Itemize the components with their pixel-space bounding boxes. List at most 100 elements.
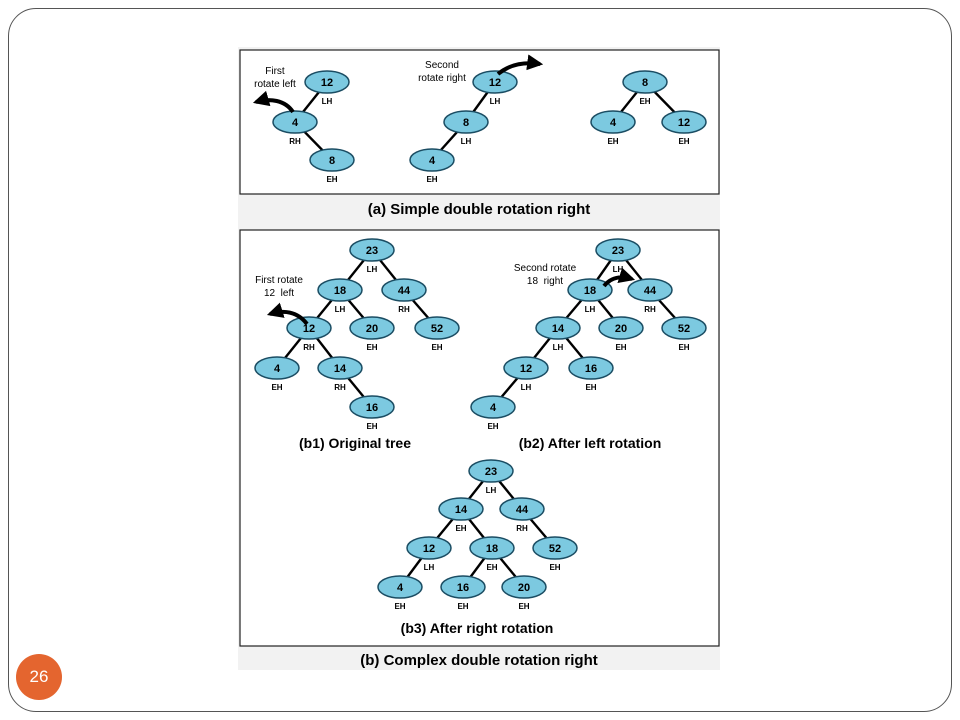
node-balance: EH xyxy=(585,383,596,392)
note-b2-line1: Second rotate xyxy=(514,263,577,274)
tree-node-a-tree2-4: 4EH xyxy=(409,148,455,184)
node-balance: EH xyxy=(271,383,282,392)
node-key: 16 xyxy=(457,582,469,594)
rotate-right-arrow-b2 xyxy=(602,267,636,288)
node-balance: LH xyxy=(424,563,435,572)
page-number-badge: 26 xyxy=(16,654,62,700)
node-balance: RH xyxy=(289,137,301,146)
node-ellipse xyxy=(472,70,518,94)
node-balance: LH xyxy=(553,343,564,352)
note-first-rotate-line2: rotate left xyxy=(254,79,296,90)
node-key: 52 xyxy=(431,323,443,335)
node-key: 8 xyxy=(463,117,469,129)
node-key: 20 xyxy=(366,323,378,335)
caption-b1: (b1) Original tree xyxy=(299,435,411,451)
caption-b2: (b2) After left rotation xyxy=(519,435,662,451)
node-balance: EH xyxy=(457,602,468,611)
node-balance: EH xyxy=(678,343,689,352)
tree-node-b3-4: 4EH xyxy=(377,575,423,611)
node-ellipse xyxy=(409,148,455,172)
note-second-rotate-line2: rotate right xyxy=(418,73,466,84)
node-balance: LH xyxy=(322,97,333,106)
node-key: 12 xyxy=(678,117,690,129)
node-key: 4 xyxy=(610,117,617,129)
node-ellipse xyxy=(595,238,641,262)
node-ellipse xyxy=(622,70,668,94)
node-balance: EH xyxy=(678,137,689,146)
rotate-left-arrow-b1 xyxy=(266,302,309,326)
node-key: 20 xyxy=(615,323,627,335)
node-key: 23 xyxy=(485,466,497,478)
node-ellipse xyxy=(532,536,578,560)
node-key: 14 xyxy=(552,323,565,335)
node-balance: RH xyxy=(644,305,656,314)
tree-node-b1-4: 4EH xyxy=(254,356,300,392)
node-key: 52 xyxy=(678,323,690,335)
note-first-rotate-line1: First xyxy=(265,66,285,77)
node-balance: EH xyxy=(366,422,377,431)
node-balance: LH xyxy=(490,97,501,106)
node-key: 4 xyxy=(274,363,281,375)
note-b1-line1: First rotate xyxy=(255,275,303,286)
node-ellipse xyxy=(317,278,363,302)
node-ellipse xyxy=(286,316,332,340)
node-balance: RH xyxy=(303,343,315,352)
node-balance: EH xyxy=(615,343,626,352)
node-ellipse xyxy=(470,395,516,419)
node-balance: RH xyxy=(398,305,410,314)
tree-node-a-tree2-8: 8LH xyxy=(443,110,489,146)
node-ellipse xyxy=(377,575,423,599)
node-ellipse xyxy=(309,148,355,172)
node-balance: EH xyxy=(326,175,337,184)
node-key: 23 xyxy=(612,245,624,257)
node-ellipse xyxy=(661,316,707,340)
node-key: 4 xyxy=(292,117,299,129)
node-balance: LH xyxy=(585,305,596,314)
node-key: 4 xyxy=(397,582,404,594)
node-ellipse xyxy=(349,395,395,419)
tree-node-a-tree3-8: 8EH xyxy=(622,70,668,106)
node-ellipse xyxy=(317,356,363,380)
node-ellipse xyxy=(406,536,452,560)
node-balance: RH xyxy=(334,383,346,392)
node-ellipse xyxy=(468,459,514,483)
node-ellipse xyxy=(438,497,484,521)
tree-node-b2-4: 4EH xyxy=(470,395,516,431)
tree-node-a-tree3-4: 4EH xyxy=(590,110,636,146)
rotate-right-arrow-a xyxy=(496,54,544,76)
node-ellipse xyxy=(254,356,300,380)
node-balance: EH xyxy=(426,175,437,184)
node-ellipse xyxy=(443,110,489,134)
node-ellipse xyxy=(598,316,644,340)
node-key: 18 xyxy=(334,285,346,297)
rotate-left-arrow-a xyxy=(252,90,295,114)
node-balance: EH xyxy=(394,602,405,611)
node-balance: LH xyxy=(367,265,378,274)
node-balance: LH xyxy=(613,265,624,274)
node-balance: EH xyxy=(487,422,498,431)
node-balance: EH xyxy=(639,97,650,106)
node-key: 8 xyxy=(329,155,335,167)
note-b2-line2: 18 right xyxy=(527,276,563,287)
node-ellipse xyxy=(627,278,673,302)
node-ellipse xyxy=(503,356,549,380)
node-key: 44 xyxy=(516,504,529,516)
node-balance: EH xyxy=(549,563,560,572)
node-key: 4 xyxy=(429,155,436,167)
